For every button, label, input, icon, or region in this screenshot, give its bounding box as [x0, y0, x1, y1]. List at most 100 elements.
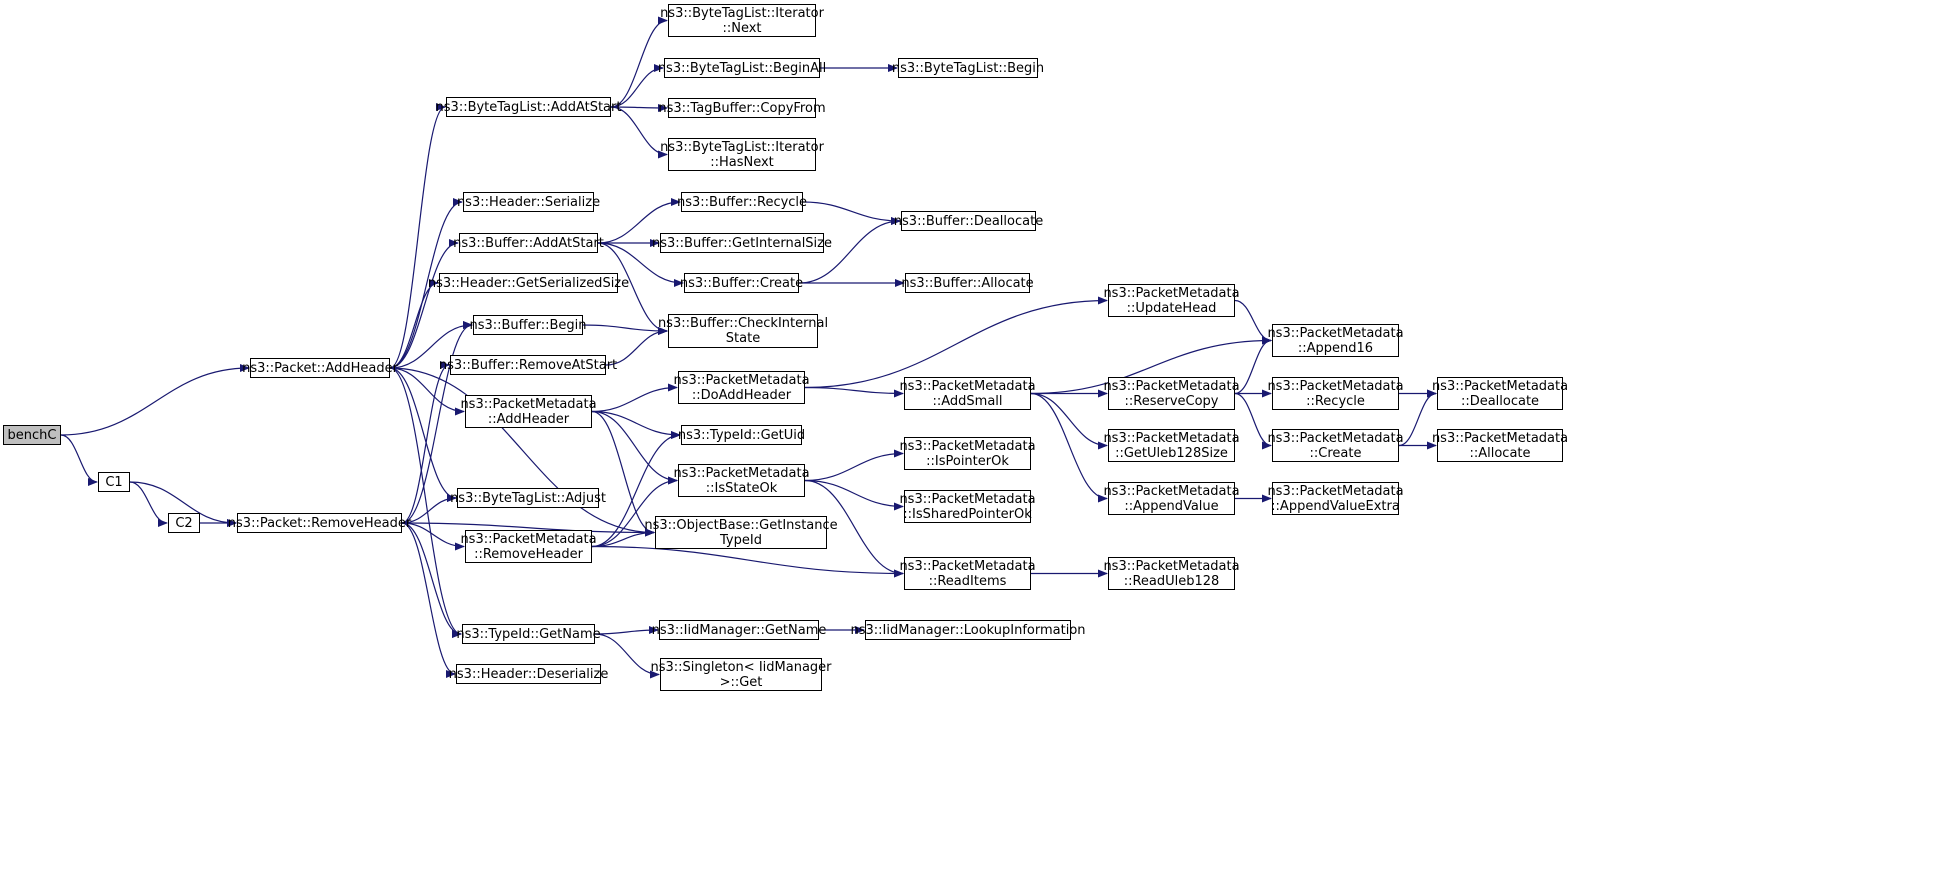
node-label: ns3::PacketMetadata	[1267, 430, 1404, 446]
node-tagbuffer-copyfrom[interactable]: ns3::TagBuffer::CopyFrom	[658, 98, 826, 118]
edge-pm-addsmall-to-pm-getuleb128size	[1030, 392, 1108, 450]
node-pm-removeheader[interactable]: ns3::PacketMetadata::RemoveHeader	[460, 530, 597, 563]
node-buffer-create[interactable]: ns3::Buffer::Create	[680, 273, 803, 293]
node-buffer-recycle[interactable]: ns3::Buffer::Recycle	[677, 192, 807, 212]
edge-pm-addheader-to-objectbase-getinstancetypeid	[591, 410, 655, 537]
node-label: ns3::Packet::RemoveHeader	[227, 515, 412, 531]
node-pm-allocate[interactable]: ns3::PacketMetadata::Allocate	[1432, 429, 1568, 462]
edge-pm-reservecopy-to-pm-create	[1234, 392, 1272, 450]
node-btl-addatstart[interactable]: ns3::ByteTagList::AddAtStart	[436, 97, 621, 117]
node-buffer-addatstart[interactable]: ns3::Buffer::AddAtStart	[453, 233, 604, 253]
node-label: ns3::ByteTagList::BeginAll	[657, 60, 827, 76]
node-pm-issharedpointerok[interactable]: ns3::PacketMetadata::IsSharedPointerOk	[899, 490, 1036, 523]
node-header-deserialize[interactable]: ns3::Header::Deserialize	[449, 664, 608, 684]
node-btl-iterator-next[interactable]: ns3::ByteTagList::Iterator::Next	[660, 4, 824, 37]
node-c1[interactable]: C1	[98, 472, 130, 492]
node-label: ns3::PacketMetadata	[1103, 285, 1240, 301]
edge-buffer-recycle-to-buffer-deallocate	[802, 201, 901, 225]
edge-pm-removeheader-to-pm-readitems	[591, 545, 904, 578]
node-buffer-begin[interactable]: ns3::Buffer::Begin	[469, 315, 587, 335]
edge-pm-addheader-to-pm-isstateok	[591, 410, 678, 485]
node-buffer-removeatstart[interactable]: ns3::Buffer::RemoveAtStart	[439, 355, 617, 375]
node-benchc[interactable]: benchC	[3, 425, 61, 445]
edge-pm-doaddheader-to-pm-addsmall	[804, 386, 904, 398]
node-label: ::AppendValue	[1124, 498, 1219, 514]
node-label: ::HasNext	[710, 154, 774, 170]
node-typeid-getname[interactable]: ns3::TypeId::GetName	[456, 624, 601, 644]
node-header-serialize[interactable]: ns3::Header::Serialize	[457, 192, 600, 212]
node-label: ::AddSmall	[932, 393, 1003, 409]
node-label: ns3::IidManager::GetName	[651, 622, 827, 638]
node-label: ns3::PacketMetadata	[460, 531, 597, 547]
edge-benchc-to-packet-addheader	[60, 364, 250, 436]
edge-packet-addheader-to-btl-adjust	[389, 367, 457, 502]
node-pm-getuleb128size[interactable]: ns3::PacketMetadata::GetUleb128Size	[1103, 429, 1240, 462]
edge-pm-addheader-to-typeid-getuid	[591, 410, 681, 439]
node-label: ns3::ByteTagList::Iterator	[660, 139, 824, 155]
edge-buffer-addatstart-to-buffer-recycle	[597, 198, 681, 244]
edge-packet-addheader-to-pm-addheader	[389, 367, 465, 416]
node-iidmanager-lookupinformation[interactable]: ns3::IidManager::LookupInformation	[850, 620, 1086, 640]
node-pm-recycle[interactable]: ns3::PacketMetadata::Recycle	[1267, 377, 1404, 410]
edge-buffer-removeatstart-to-buffer-checkinternalstate	[605, 327, 668, 366]
node-btl-adjust[interactable]: ns3::ByteTagList::Adjust	[450, 488, 606, 508]
edge-btl-addatstart-to-btl-iterator-next	[610, 16, 668, 108]
edge-pm-reservecopy-to-pm-append16	[1234, 336, 1272, 395]
node-pm-addheader[interactable]: ns3::PacketMetadata::AddHeader	[460, 395, 597, 428]
node-pm-updatehead[interactable]: ns3::PacketMetadata::UpdateHead	[1103, 284, 1240, 317]
node-label: ns3::PacketMetadata	[1431, 378, 1569, 394]
node-label: ns3::Buffer::GetInternalSize	[652, 235, 832, 251]
node-iidmanager-getname[interactable]: ns3::IidManager::GetName	[652, 620, 826, 640]
node-label: benchC	[7, 427, 57, 443]
node-buffer-deallocate[interactable]: ns3::Buffer::Deallocate	[894, 211, 1043, 231]
node-typeid-getuid[interactable]: ns3::TypeId::GetUid	[678, 425, 805, 445]
edge-packet-removeheader-to-typeid-getname	[401, 522, 462, 638]
node-c2[interactable]: C2	[168, 513, 200, 533]
node-btl-iterator-hasnext[interactable]: ns3::ByteTagList::Iterator::HasNext	[660, 138, 824, 171]
edge-packet-removeheader-to-pm-removeheader	[401, 522, 465, 551]
node-label: ns3::Header::Deserialize	[448, 666, 609, 682]
node-header-getserializedsize[interactable]: ns3::Header::GetSerializedSize	[428, 273, 629, 293]
edge-pm-removeheader-to-typeid-getuid	[591, 431, 681, 548]
edge-packet-addheader-to-header-getserializedsize	[389, 279, 439, 369]
node-pm-appendvalue[interactable]: ns3::PacketMetadata::AppendValue	[1103, 482, 1240, 515]
node-btl-begin[interactable]: ns3::ByteTagList::Begin	[892, 58, 1044, 78]
node-label: ::Deallocate	[1460, 393, 1540, 409]
node-buffer-allocate[interactable]: ns3::Buffer::Allocate	[901, 273, 1034, 293]
edge-packet-addheader-to-typeid-getname	[389, 367, 462, 638]
node-pm-appendvalueextra[interactable]: ns3::PacketMetadata::AppendValueExtra	[1267, 482, 1404, 515]
node-pm-doaddheader[interactable]: ns3::PacketMetadata::DoAddHeader	[673, 371, 810, 404]
node-pm-readuleb128[interactable]: ns3::PacketMetadata::ReadUleb128	[1103, 557, 1240, 590]
edge-buffer-create-to-buffer-deallocate	[798, 217, 901, 284]
node-pm-readitems[interactable]: ns3::PacketMetadata::ReadItems	[899, 557, 1036, 590]
node-pm-isstateok[interactable]: ns3::PacketMetadata::IsStateOk	[673, 464, 810, 497]
node-label: ns3::PacketMetadata	[1103, 378, 1240, 394]
node-label: ns3::PacketMetadata	[899, 491, 1036, 507]
node-pm-ispointerok[interactable]: ns3::PacketMetadata::IsPointerOk	[899, 437, 1036, 470]
edge-packet-removeheader-to-buffer-begin	[401, 321, 473, 524]
node-pm-append16[interactable]: ns3::PacketMetadata::Append16	[1267, 324, 1404, 357]
node-label: ::DoAddHeader	[691, 387, 792, 403]
edge-c1-to-packet-removeheader	[129, 481, 237, 527]
node-pm-deallocate[interactable]: ns3::PacketMetadata::Deallocate	[1432, 377, 1568, 410]
node-label: ns3::Buffer::AddAtStart	[453, 235, 604, 251]
node-label: ::AppendValueExtra	[1271, 498, 1400, 514]
edge-packet-removeheader-to-header-deserialize	[401, 522, 456, 678]
node-pm-reservecopy[interactable]: ns3::PacketMetadata::ReserveCopy	[1103, 377, 1240, 410]
node-packet-addheader[interactable]: ns3::Packet::AddHeader	[242, 358, 398, 378]
node-singleton-get[interactable]: ns3::Singleton< IidManager >::Get	[651, 658, 832, 691]
node-label: ns3::PacketMetadata	[1103, 483, 1240, 499]
node-label: C2	[175, 515, 193, 531]
node-btl-beginall[interactable]: ns3::ByteTagList::BeginAll	[658, 58, 826, 78]
node-pm-addsmall[interactable]: ns3::PacketMetadata::AddSmall	[899, 377, 1036, 410]
node-pm-create[interactable]: ns3::PacketMetadata::Create	[1267, 429, 1404, 462]
node-buffer-getinternalsize[interactable]: ns3::Buffer::GetInternalSize	[652, 233, 832, 253]
node-label: ns3::Buffer::Create	[679, 275, 804, 291]
node-packet-removeheader[interactable]: ns3::Packet::RemoveHeader	[228, 513, 411, 533]
node-label: ::Append16	[1297, 340, 1374, 356]
node-label: ::RemoveHeader	[474, 546, 583, 562]
node-label: ::GetUleb128Size	[1115, 445, 1228, 461]
node-label: ::IsPointerOk	[926, 453, 1009, 469]
